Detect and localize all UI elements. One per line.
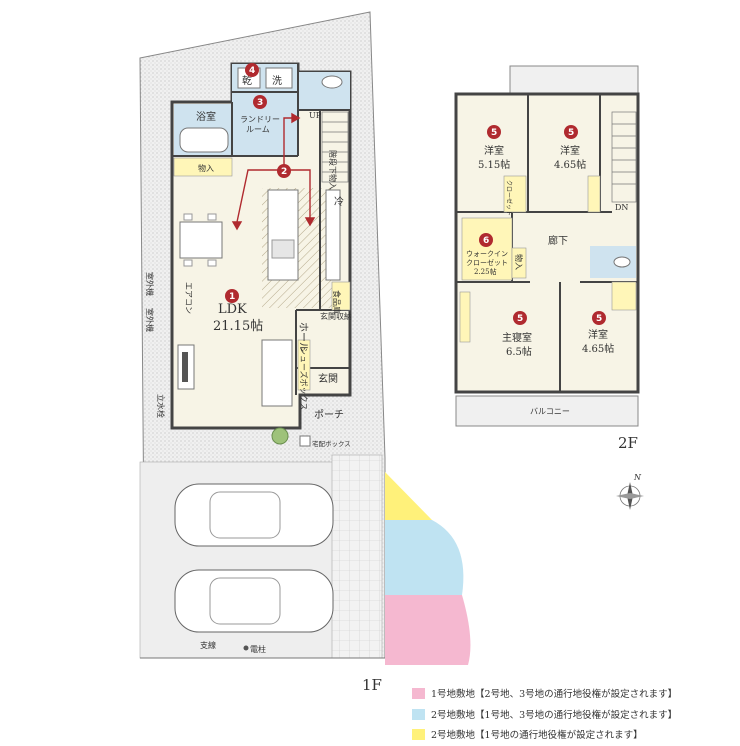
badge-ldk: 1 [225,289,239,303]
badge-room-c: 5 [592,311,606,325]
delivery-box-label: 宅配ボックス [312,439,351,448]
pole-label: 電柱 [250,644,266,654]
car-2 [174,569,334,633]
western-c-label: 洋室 [588,328,608,341]
master-size: 6.5帖 [506,345,532,358]
compass-icon: N [616,473,644,510]
western-a-size: 5.15帖 [478,158,510,171]
outdoor-unit-label-1: 室外機 [145,272,155,296]
car-1 [174,483,334,547]
up-label: UP [309,111,322,120]
balcony-label: バルコニー [530,407,570,416]
western-a-label: 洋室 [484,144,504,157]
bath-label: 浴室 [196,110,216,123]
dry-label: 乾 [242,74,252,87]
legend-swatch-pink [412,687,425,699]
badge-walkin: 6 [479,233,493,247]
compass-n-label: N [633,473,642,482]
outdoor-unit-label-2: 室外機 [145,308,155,332]
legend-swatch-blue [412,708,425,720]
pantry-label: 食品庫 [332,290,342,314]
closet-label: クローゼット [505,180,513,216]
svg-text:2: 2 [281,167,287,177]
legend-item-2: 2号地敷地【1号地、3号地の通行地役権が設定されます】 [412,705,732,723]
laundry-label-2: ルーム [246,125,270,134]
dn-label: DN [615,203,628,212]
corridor-label: 廊下 [548,234,568,247]
legend-text-3: 2号地敷地【1号地の通行地役権が設定されます】 [431,730,643,741]
ldk-size-label: 21.15帖 [213,319,263,334]
hall-label: ホール [297,322,309,352]
easement-yellow [385,472,432,520]
badge-master: 5 [513,311,527,325]
stake-label: 支線 [200,640,216,650]
badge-dry: 4 [245,63,259,77]
master-label: 主寝室 [502,331,532,344]
svg-text:5: 5 [596,314,602,324]
entrance-label: 玄関 [318,372,338,385]
shoebox-label: シューズボックス [299,347,309,410]
badge-flow: 2 [277,164,291,178]
storage-2f-label: 物入 [514,254,524,270]
svg-text:6: 6 [483,236,489,246]
stair-storage-label: 階段下物入 [328,150,338,190]
shrub [271,427,289,445]
svg-text:4: 4 [249,66,255,76]
western-b-size: 4.65帖 [554,158,586,171]
badge-laundry: 3 [253,95,267,109]
flow-arrows [231,112,316,231]
faucet-label: 立水栓 [156,394,166,418]
porch-label: ポーチ [314,409,344,421]
floor-label-1f: 1F [362,676,382,694]
walkin-size: 2.25帖 [474,267,497,276]
svg-text:5: 5 [568,128,574,138]
aircon-label-1f: エアコン [184,282,193,314]
storage-label: 物入 [198,163,214,173]
western-b-label: 洋室 [560,144,580,157]
wash-label: 洗 [272,75,282,87]
svg-text:3: 3 [257,98,263,108]
western-c-size: 4.65帖 [582,342,614,355]
walkin-label-2: クローゼット [466,258,508,267]
floor-label-2f: 2F [618,434,638,452]
legend-item-1: 1号地敷地【2号地、3号地の通行地役権が設定されます】 [412,684,732,702]
badge-room-a: 5 [487,125,501,139]
easement-pink [385,595,471,665]
house-1f [170,62,352,430]
ldk-label: LDK [218,302,247,317]
walkin-label-1: ウォークイン [466,250,508,258]
legend-text-1: 1号地敷地【2号地、3号地の通行地役権が設定されます】 [431,689,678,700]
easement-blue [385,520,464,595]
entrance-storage-label: 玄関収納 [320,311,352,321]
svg-text:5: 5 [491,128,497,138]
delivery-box [299,435,311,447]
svg-text:5: 5 [517,314,523,324]
fridge-label: 冷 [334,195,344,208]
pole [243,645,249,651]
svg-text:1: 1 [229,292,235,302]
badge-room-b: 5 [564,125,578,139]
laundry-label-1: ランドリー [240,115,280,124]
legend-swatch-yellow [412,728,425,740]
legend-item-3: 2号地敷地【1号地の通行地役権が設定されます】 [412,725,732,743]
legend-text-2: 2号地敷地【1号地、3号地の通行地役権が設定されます】 [431,710,678,721]
